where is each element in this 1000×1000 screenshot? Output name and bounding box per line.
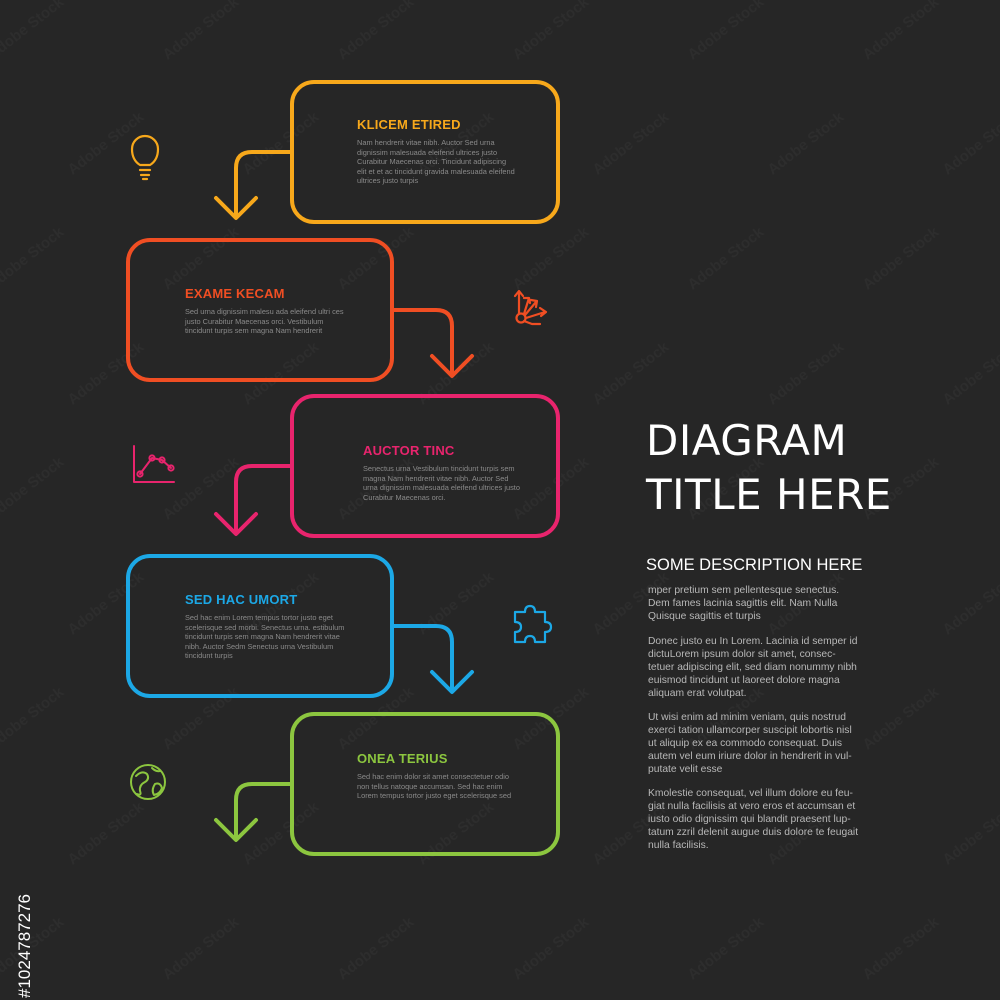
step-1-title: KLICEM ETIRED <box>357 117 461 132</box>
description-paragraph-2: Donec justo eu In Lorem. Lacinia id semp… <box>648 636 858 699</box>
step-3-body: Senectus urna Vestibulum tincidunt turpi… <box>363 464 520 502</box>
lightbulb-icon <box>130 134 160 181</box>
description-paragraph-4: Kmolestie consequat, vel illum dolore eu… <box>648 788 859 851</box>
step-2-title: EXAME KECAM <box>185 286 285 301</box>
step-3-shape <box>214 394 560 538</box>
description-paragraph-1: mper pretium sem pellentesque senectus. … <box>648 585 840 622</box>
step-3-arrowhead <box>214 512 258 536</box>
step-4-connector <box>390 624 454 690</box>
step-5-arrowhead <box>214 818 258 842</box>
step-3-title: AUCTOR TINC <box>363 443 455 458</box>
step-5-connector <box>234 782 294 838</box>
step-1-connector <box>234 150 294 216</box>
puzzle-icon <box>513 604 553 644</box>
step-1-shape <box>214 80 560 224</box>
step-5-body: Sed hac enim dolor sit amet consectetuer… <box>357 772 512 801</box>
step-4-arrowhead <box>430 670 474 694</box>
step-1-body: Nam hendrerit vitae nibh. Auctor Sed urn… <box>357 138 515 186</box>
step-4-body: Sed hac enim Lorem tempus tortor justo e… <box>185 613 345 661</box>
step-2-body: Sed urna dignissim malesu ada eleifend u… <box>185 307 344 336</box>
stock-id: #1024787276 <box>15 894 34 998</box>
description-heading: SOME DESCRIPTION HERE <box>646 556 863 574</box>
step-2-shape <box>126 238 474 382</box>
split-arrows-icon <box>513 289 548 326</box>
step-2-connector <box>390 308 454 374</box>
step-4-shape <box>126 554 474 698</box>
step-4-title: SED HAC UMORT <box>185 592 298 607</box>
step-2-arrowhead <box>430 354 474 378</box>
step-5-title: ONEA TERIUS <box>357 751 448 766</box>
step-5-shape <box>214 712 560 856</box>
diagram-title: DIAGRAM TITLE HERE <box>646 416 892 519</box>
step-3-connector <box>234 464 294 532</box>
globe-icon <box>130 764 166 800</box>
line-chart-icon <box>133 445 175 483</box>
step-1-arrowhead <box>214 196 258 220</box>
description-paragraph-3: Ut wisi enim ad minim veniam, quis nostr… <box>648 712 852 775</box>
